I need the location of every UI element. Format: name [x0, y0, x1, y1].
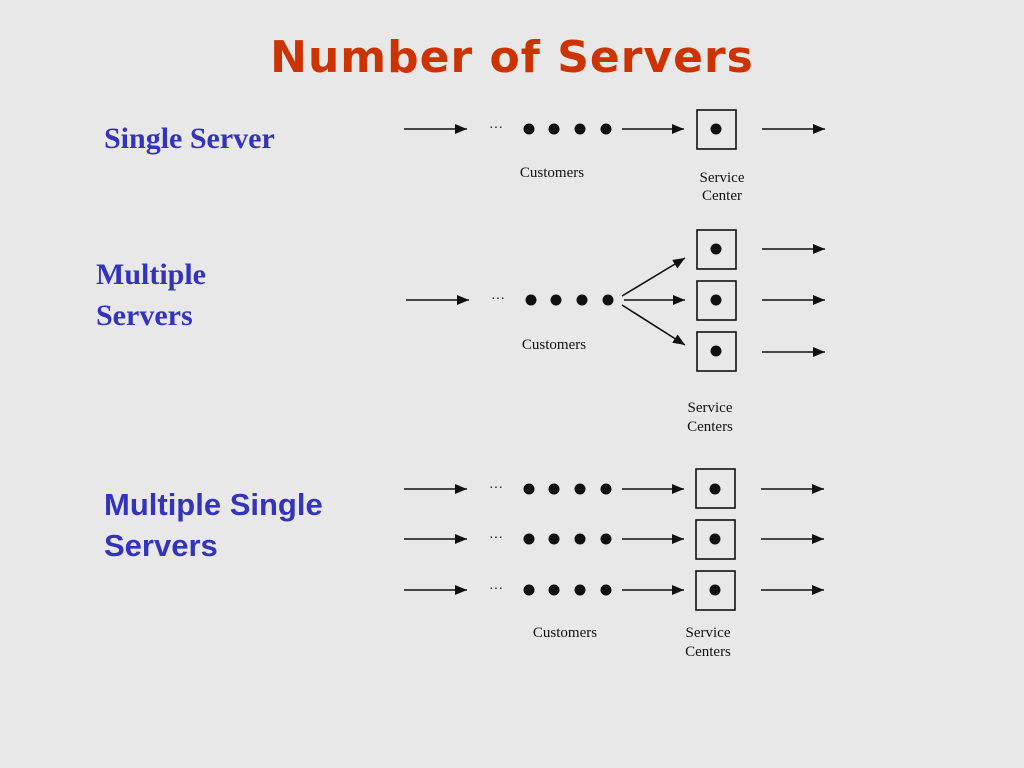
multiple-single-servers-diagram: ··· ··· ··· Customers Service Centers: [404, 468, 824, 660]
branch-arrow-bottom: [621, 304, 686, 346]
multiple-single-servers-label-line1: Multiple Single: [104, 487, 323, 522]
multiple-servers-diagram: ··· Customers Service Centers: [406, 229, 825, 435]
queue-ellipsis: ···: [489, 121, 503, 136]
server-dot: [710, 345, 722, 357]
service-centers-caption-line1: Service: [686, 625, 731, 641]
customer-dot: [576, 294, 588, 306]
customer-dot: [550, 294, 562, 306]
customer-dot: [600, 533, 612, 545]
customer-dot: [523, 584, 535, 596]
service-center-box: [695, 570, 736, 611]
customer-dot: [523, 533, 535, 545]
customer-dot: [574, 483, 586, 495]
server-dot: [709, 483, 721, 495]
service-center-box: [695, 519, 736, 560]
queue-ellipsis: ···: [489, 582, 503, 597]
page-title: Number of Servers: [270, 32, 754, 83]
service-center-box: [696, 109, 737, 150]
customer-dot: [574, 533, 586, 545]
customer-dot: [548, 123, 560, 135]
customer-dot: [548, 533, 560, 545]
customers-caption: Customers: [533, 625, 597, 641]
queue-ellipsis: ···: [491, 292, 505, 307]
branch-arrow-top: [621, 257, 686, 297]
service-center-box: [695, 468, 736, 509]
customer-dot: [523, 483, 535, 495]
customer-dot: [523, 123, 535, 135]
customers-caption: Customers: [522, 337, 586, 353]
service-center-box: [696, 280, 737, 321]
service-center-caption-line1: Service: [700, 170, 745, 186]
multiple-servers-label: Multiple Servers: [96, 254, 206, 336]
customer-dot: [600, 483, 612, 495]
multiple-servers-label-line1: Multiple: [96, 258, 206, 291]
customer-dot: [600, 123, 612, 135]
server-dot: [710, 123, 722, 135]
single-server-diagram: ··· Customers Service Center: [404, 109, 825, 204]
service-centers-caption-line1: Service: [688, 400, 733, 416]
customer-dot: [574, 123, 586, 135]
multiple-single-servers-label: Multiple Single Servers: [104, 484, 323, 566]
server-dot: [709, 533, 721, 545]
service-center-box: [696, 331, 737, 372]
service-centers-caption-line2: Centers: [685, 644, 731, 660]
service-center-caption-line2: Center: [702, 188, 742, 204]
queue-ellipsis: ···: [489, 481, 503, 496]
customer-dot: [548, 584, 560, 596]
customer-dot: [600, 584, 612, 596]
queue-ellipsis: ···: [489, 531, 503, 546]
customer-dot: [525, 294, 537, 306]
multiple-single-servers-label-line2: Servers: [104, 528, 218, 563]
customer-dot: [574, 584, 586, 596]
multiple-servers-label-line2: Servers: [96, 299, 193, 332]
server-dot: [709, 584, 721, 596]
service-centers-caption-line2: Centers: [687, 419, 733, 435]
customer-dot: [602, 294, 614, 306]
server-dot: [710, 243, 722, 255]
single-server-label: Single Server: [104, 122, 275, 155]
customers-caption: Customers: [520, 165, 584, 181]
server-dot: [710, 294, 722, 306]
customer-dot: [548, 483, 560, 495]
service-center-box: [696, 229, 737, 270]
